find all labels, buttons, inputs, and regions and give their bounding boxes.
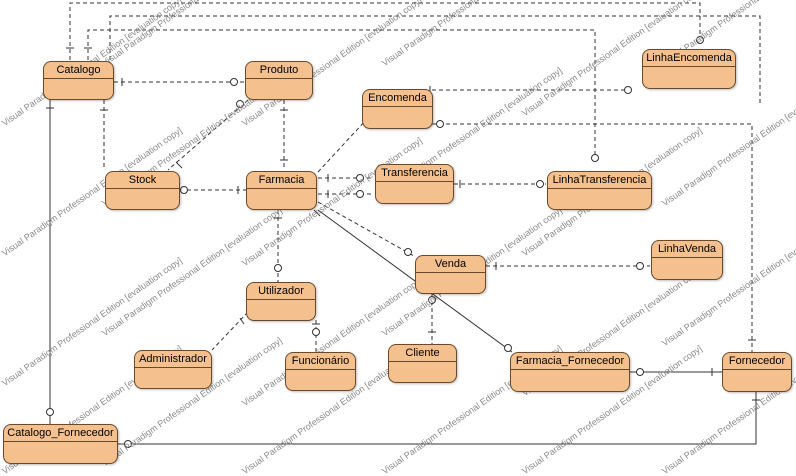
end-circle	[180, 186, 188, 194]
entity-name: Transferencia	[381, 167, 448, 179]
relationship-lines	[49, 2, 761, 445]
entity-divider	[247, 299, 315, 300]
link-catalogofornecedor-fornecedor	[118, 392, 757, 445]
entity-name: Encomenda	[368, 92, 427, 104]
entity-divider	[511, 369, 629, 370]
link-catalogo-fornecedor-top	[109, 15, 761, 105]
entity-farmaciafornecedor[interactable]: Farmacia_Fornecedor	[510, 352, 630, 392]
end-circle	[504, 344, 512, 352]
end-circle	[124, 440, 132, 448]
end-circle	[274, 264, 282, 272]
entity-linhatransferencia[interactable]: LinhaTransferencia	[547, 171, 652, 210]
entity-name: Utilizador	[258, 285, 304, 297]
end-circle	[696, 36, 704, 44]
entity-linhaencomenda[interactable]: LinhaEncomenda	[642, 49, 736, 89]
end-circle	[356, 190, 364, 198]
entity-divider	[363, 106, 432, 107]
entity-name: Cliente	[405, 347, 440, 359]
end-circle	[404, 248, 412, 256]
entity-divider	[106, 188, 179, 189]
entity-divider	[548, 188, 651, 189]
entity-name: Stock	[128, 174, 157, 186]
entity-catalogo[interactable]: Catalogo	[43, 61, 114, 100]
entity-name: Venda	[434, 258, 467, 270]
entity-divider	[652, 257, 722, 258]
entity-name: Administrador	[139, 353, 207, 365]
entity-farmacia[interactable]: Farmacia	[246, 171, 317, 210]
entity-encomenda[interactable]: Encomenda	[362, 89, 433, 129]
entity-divider	[246, 78, 312, 79]
end-circle	[312, 328, 320, 336]
entity-cliente[interactable]: Cliente	[388, 344, 457, 383]
end-circle	[46, 408, 54, 416]
entity-name: Funcionário	[291, 355, 350, 367]
entity-administrador[interactable]: Administrador	[134, 350, 212, 389]
end-circle	[636, 368, 644, 376]
entity-name: Fornecedor	[728, 355, 786, 367]
entity-divider	[44, 78, 113, 79]
entity-name: Catalogo_Fornecedor	[7, 427, 114, 439]
end-bar	[313, 209, 321, 217]
link-farmacia-encomenda	[317, 119, 367, 173]
entity-name: LinhaVenda	[657, 243, 717, 255]
entity-stock[interactable]: Stock	[105, 171, 180, 210]
end-circle	[624, 86, 632, 94]
link-produto-stock	[167, 99, 249, 171]
relationship-bars	[46, 47, 760, 401]
entity-produto[interactable]: Produto	[245, 61, 313, 100]
end-circle	[591, 154, 599, 162]
entity-divider	[135, 367, 211, 368]
entity-name: Farmacia	[258, 174, 305, 186]
entity-name: Produto	[259, 64, 299, 76]
entity-fornecedor[interactable]: Fornecedor	[722, 352, 792, 392]
entity-name: Farmacia_Fornecedor	[515, 355, 625, 367]
entity-linhavenda[interactable]: LinhaVenda	[651, 240, 723, 280]
entity-transferencia[interactable]: Transferencia	[375, 164, 454, 204]
end-circle	[356, 174, 364, 182]
entity-funcionario[interactable]: Funcionário	[285, 352, 356, 391]
end-bar	[239, 317, 245, 325]
link-encomenda-fornecedor	[432, 123, 753, 352]
entity-name: LinhaTransferencia	[552, 174, 647, 186]
entity-divider	[416, 272, 485, 273]
end-bar	[175, 161, 183, 169]
entity-name: LinhaEncomenda	[646, 52, 732, 64]
end-circle	[236, 100, 244, 108]
entity-divider	[723, 369, 791, 370]
entity-catalogofornecedor[interactable]: Catalogo_Fornecedor	[3, 424, 118, 464]
entity-divider	[286, 369, 355, 370]
entity-divider	[376, 181, 453, 182]
entity-venda[interactable]: Venda	[415, 255, 486, 294]
end-circle	[436, 120, 444, 128]
entity-divider	[389, 361, 456, 362]
entity-divider	[247, 188, 316, 189]
end-circle	[230, 78, 238, 86]
link-farmacia-venda	[317, 201, 415, 257]
link-catalogo-linhaencomenda-top	[69, 2, 701, 60]
end-circle	[536, 180, 544, 188]
entity-divider	[4, 441, 117, 442]
entity-name: Catalogo	[56, 64, 101, 76]
entity-utilizador[interactable]: Utilizador	[246, 282, 316, 321]
entity-divider	[643, 66, 735, 67]
end-circle	[636, 262, 644, 270]
link-catalogo-linhatransferencia-top	[87, 29, 596, 158]
link-utilizador-administrador	[211, 311, 249, 351]
end-circle	[428, 296, 436, 304]
